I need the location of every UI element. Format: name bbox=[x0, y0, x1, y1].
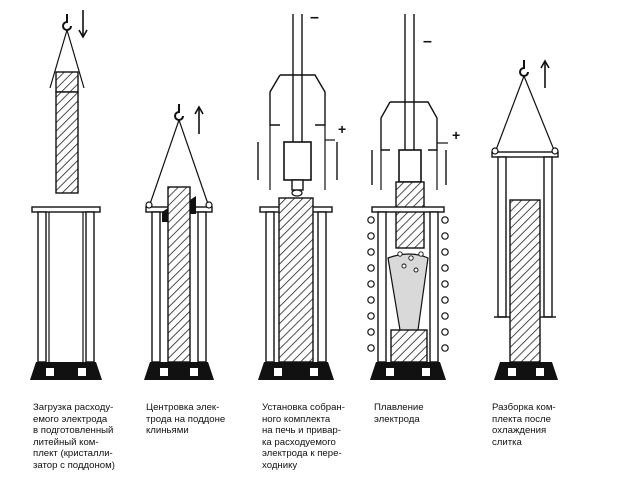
adapter bbox=[291, 179, 304, 191]
electrode-holder bbox=[398, 149, 422, 183]
crane-hook-icon bbox=[62, 14, 72, 31]
stage-5-disassembly-drawing bbox=[491, 59, 559, 380]
electrode-rod bbox=[292, 14, 303, 142]
stage-4-caption: Плавление электрода bbox=[374, 402, 424, 425]
stage-5-caption: Разборка ком- плекта после охлаждения сл… bbox=[492, 402, 556, 448]
weld-spot bbox=[291, 189, 303, 197]
up-arrow-icon bbox=[540, 59, 550, 88]
consumable-electrode bbox=[55, 91, 79, 194]
up-arrow-icon bbox=[194, 105, 204, 134]
crystallizer-mold bbox=[491, 147, 559, 318]
down-arrow-icon bbox=[78, 10, 88, 39]
minus-sign: – bbox=[423, 33, 432, 50]
sling-ropes bbox=[149, 119, 209, 205]
sling-ropes bbox=[49, 29, 85, 89]
furnace-chamber bbox=[257, 74, 338, 190]
stage-1-caption: Загрузка расходу- емого электрода в подг… bbox=[33, 402, 115, 471]
consumable-electrode-top bbox=[55, 71, 79, 93]
stage-1-loading-drawing bbox=[30, 10, 102, 380]
stage-3-installation-drawing: – + bbox=[257, 9, 346, 380]
stage-3-caption: Установка собран- ного комплекта на печь… bbox=[262, 402, 345, 471]
bottom-tray bbox=[258, 362, 334, 380]
bottom-tray bbox=[144, 362, 214, 380]
minus-sign: – bbox=[310, 9, 319, 26]
bottom-tray bbox=[494, 362, 558, 380]
furnace-chamber bbox=[371, 101, 448, 190]
molten-metal-droplets bbox=[397, 251, 424, 273]
plus-sign: + bbox=[452, 127, 460, 143]
stage-4-melting-drawing: – + bbox=[367, 14, 460, 380]
bottom-tray bbox=[370, 362, 446, 380]
electrode-rod bbox=[404, 14, 415, 150]
consumable-electrode bbox=[167, 186, 191, 363]
crane-hook-icon bbox=[519, 60, 529, 77]
consumable-electrode bbox=[395, 181, 425, 249]
electrode-holder bbox=[283, 141, 312, 181]
bottom-tray bbox=[30, 362, 102, 380]
centering-wedges bbox=[162, 196, 196, 222]
consumable-electrode bbox=[278, 197, 314, 363]
stage-2-caption: Центровка элек- трода на поддоне клиньям… bbox=[146, 402, 226, 437]
crystallizer-mold bbox=[31, 206, 101, 363]
crane-hook-icon bbox=[174, 104, 184, 121]
molten-pool bbox=[387, 253, 429, 334]
induction-coil bbox=[367, 216, 449, 352]
sling-ropes bbox=[495, 75, 555, 151]
plus-sign: + bbox=[338, 121, 346, 137]
stage-2-centering-drawing bbox=[144, 104, 214, 380]
ingot bbox=[390, 329, 428, 363]
solidified-ingot bbox=[509, 199, 541, 363]
